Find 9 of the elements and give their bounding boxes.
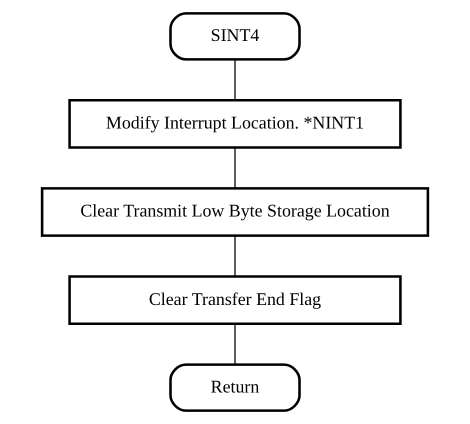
connector	[234, 236, 236, 276]
node-box: Modify Interrupt Location. *NINT1	[68, 98, 402, 149]
node-box: Return	[169, 363, 301, 412]
connector	[234, 60, 236, 100]
connector	[234, 324, 236, 364]
node-box: Clear Transfer End Flag	[68, 275, 402, 326]
node-box: Clear Transmit Low Byte Storage Location	[40, 187, 430, 237]
connector	[234, 148, 236, 188]
node-box: SINT4	[169, 12, 301, 61]
